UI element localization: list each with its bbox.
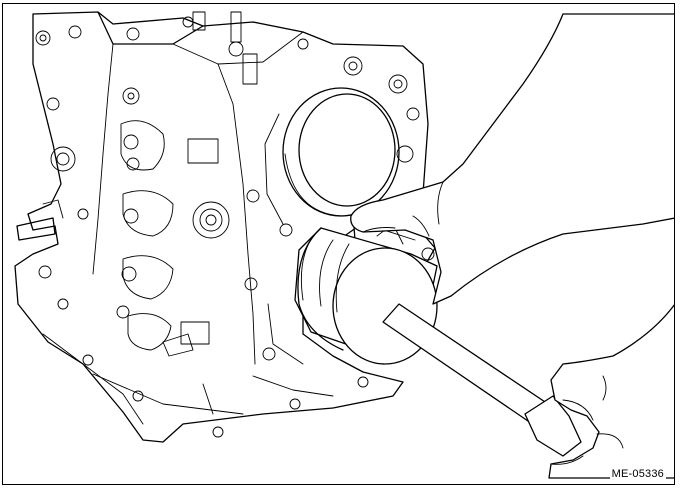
lower-hand — [548, 304, 674, 479]
engine-illustration — [14, 11, 674, 479]
upper-hand — [350, 13, 674, 305]
hammer-handle — [382, 303, 582, 457]
figure-code: ME-05336 — [609, 468, 666, 480]
illustration-frame: ME-05336 — [2, 3, 675, 485]
